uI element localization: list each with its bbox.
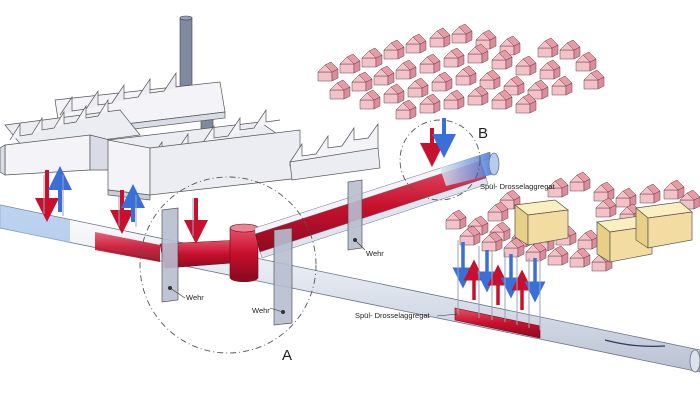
detail-circle-b [399,119,481,201]
house-icon [491,49,513,70]
house-icon [491,89,513,110]
house-icon [515,93,537,114]
residential-cluster-b [317,23,605,120]
detail-circle-a [139,176,317,354]
house-icon [525,241,547,262]
house-icon [445,209,467,230]
house-icon [639,183,661,204]
house-icon [373,65,395,86]
house-icon [361,47,383,68]
house-icon [455,65,477,86]
house-icon [551,75,573,96]
house-icon [467,43,489,64]
leader-flush-unit-2 [436,313,459,317]
house-icon [383,39,405,60]
house-icon [419,93,441,114]
house-icon [537,37,559,58]
house-icon [575,51,597,72]
house-icon [395,99,417,120]
house-icon [679,189,700,210]
factory-flow-arrows [35,166,208,244]
flush-pipe-end [488,152,500,176]
house-icon [359,89,381,110]
house-icon [395,59,417,80]
house-icon [595,197,617,218]
house-icon [339,53,361,74]
house-icon [481,231,503,252]
storage-channel [159,151,500,282]
factory-building-left [0,98,141,176]
label-weir-3: Wehr [366,249,384,258]
warehouses [514,199,693,263]
factory-building-right [289,122,381,181]
house-icon [429,27,451,48]
label-flush-unit-1: Spül- Drosselaggregat [480,182,556,191]
wastewater-flow-main [95,232,160,262]
house-icon [431,71,453,92]
house-icon [407,77,429,98]
chimney-1 [179,17,193,95]
house-icon [593,181,615,202]
label-weir-2: Wehr [252,306,270,315]
house-icon [443,89,465,110]
factory-drain-pipes [43,175,194,236]
house-icon [569,171,591,192]
house-icon [419,53,441,74]
house-icon [547,177,569,198]
house-icon [459,225,481,246]
house-icon [443,47,465,68]
label-a: A [282,347,292,364]
house-icon [539,59,561,80]
house-icon [577,229,599,250]
weir-3 [347,179,366,251]
label-b: B [478,125,488,142]
house-icon [515,55,537,76]
residential-b-flow-arrows [420,118,456,167]
label-flush-unit-2: Spül- Drosselaggregat [355,311,431,320]
house-icon [405,33,427,54]
house-icon [467,85,489,106]
house-icon [615,187,637,208]
house-icon [569,247,591,268]
house-icon [351,71,373,92]
weir-2 [269,227,293,326]
house-icon [559,39,581,60]
house-icon [487,201,509,222]
house-icon [479,69,501,90]
residential-c-drain-pipes [457,240,541,330]
label-weir-1: Wehr [186,293,204,302]
factory-complex [0,15,381,201]
house-icon [663,179,685,200]
house-icon [583,69,605,90]
flush-throttle-unit-2 [454,307,541,339]
house-icon [329,79,351,100]
house-icon [383,83,405,104]
house-icon [503,237,525,258]
house-icon [317,61,339,82]
residential-c-flow-arrows [452,242,546,310]
house-icon [527,79,549,100]
house-icon [547,245,569,266]
house-icon [451,23,473,44]
weir-1 [161,207,186,303]
